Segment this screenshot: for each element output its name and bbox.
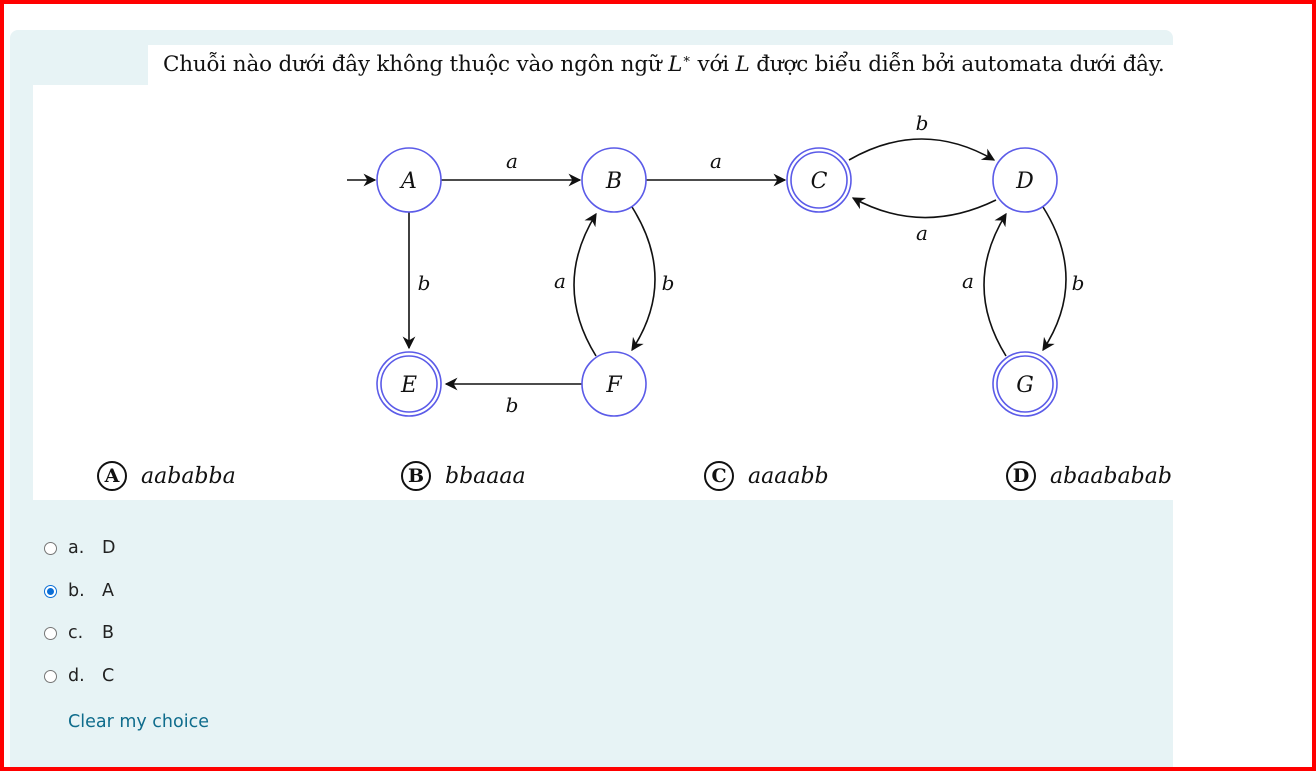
- answer-value: D: [102, 538, 116, 558]
- answer-value: C: [102, 666, 115, 686]
- transition-c-d: [848, 138, 996, 161]
- radio-c[interactable]: [44, 626, 57, 640]
- transition-label: a: [554, 269, 566, 293]
- answer-number: a.: [68, 538, 85, 558]
- answer-option-a[interactable]: a. D: [44, 538, 115, 558]
- automaton-diagram: a a b a b b a b b a A B C D E F G: [347, 111, 1085, 417]
- state-label: G: [1016, 373, 1034, 398]
- transition-label: a: [506, 149, 518, 173]
- choice-a-letter: A: [97, 461, 127, 491]
- state-g: G: [992, 351, 1058, 417]
- state-f: F: [581, 351, 647, 417]
- transition-d-c: [851, 197, 997, 219]
- transition-b-f: [631, 206, 656, 352]
- state-b: B: [581, 147, 647, 213]
- choice-d-letter: D: [1006, 461, 1036, 491]
- radio-d[interactable]: [44, 669, 57, 683]
- answer-number: d.: [68, 666, 85, 686]
- answer-value: A: [102, 581, 114, 601]
- state-c: C: [786, 147, 852, 213]
- transition-label: b: [1072, 271, 1085, 295]
- choice-d: D abaababab: [1006, 458, 1172, 494]
- transition-f-b: [573, 212, 597, 357]
- choice-b-letter: B: [401, 461, 431, 491]
- answer-number: c.: [68, 623, 84, 643]
- transition-label: a: [916, 221, 928, 245]
- state-label: D: [1015, 169, 1034, 194]
- transition-label: b: [916, 111, 929, 135]
- state-label: B: [605, 169, 622, 194]
- choice-a-string: aababba: [141, 463, 236, 489]
- answer-option-b[interactable]: b. A: [44, 581, 114, 601]
- state-label: F: [605, 373, 622, 398]
- radio-b[interactable]: [44, 584, 57, 598]
- transition-d-g: [1042, 206, 1067, 352]
- transition-g-d: [983, 212, 1007, 357]
- choice-d-string: abaababab: [1050, 463, 1172, 489]
- answer-value: B: [102, 623, 115, 643]
- state-label: C: [811, 169, 828, 194]
- choice-c-letter: C: [704, 461, 734, 491]
- clear-choice-link[interactable]: Clear my choice: [68, 712, 209, 732]
- transition-label: a: [962, 269, 974, 293]
- answer-number: b.: [68, 581, 85, 601]
- state-e: E: [376, 351, 442, 417]
- question-content-notch: [33, 45, 148, 85]
- state-label: E: [400, 373, 417, 398]
- choice-b: B bbaaaa: [401, 458, 526, 494]
- state-label: A: [399, 169, 417, 194]
- choice-c-string: aaaabb: [748, 463, 829, 489]
- radio-a[interactable]: [44, 541, 57, 555]
- transition-label: b: [418, 271, 431, 295]
- choice-c: C aaaabb: [704, 458, 829, 494]
- question-text: Chuỗi nào dưới đây không thuộc vào ngôn …: [163, 52, 1165, 78]
- state-a: A: [376, 147, 442, 213]
- answer-option-c[interactable]: c. B: [44, 623, 114, 643]
- answer-option-d[interactable]: d. C: [44, 666, 114, 686]
- transition-label: b: [506, 393, 519, 417]
- transition-label: a: [710, 149, 722, 173]
- choice-b-string: bbaaaa: [445, 463, 526, 489]
- choice-a: A aababba: [97, 458, 236, 494]
- state-d: D: [992, 147, 1058, 213]
- transition-label: b: [662, 271, 675, 295]
